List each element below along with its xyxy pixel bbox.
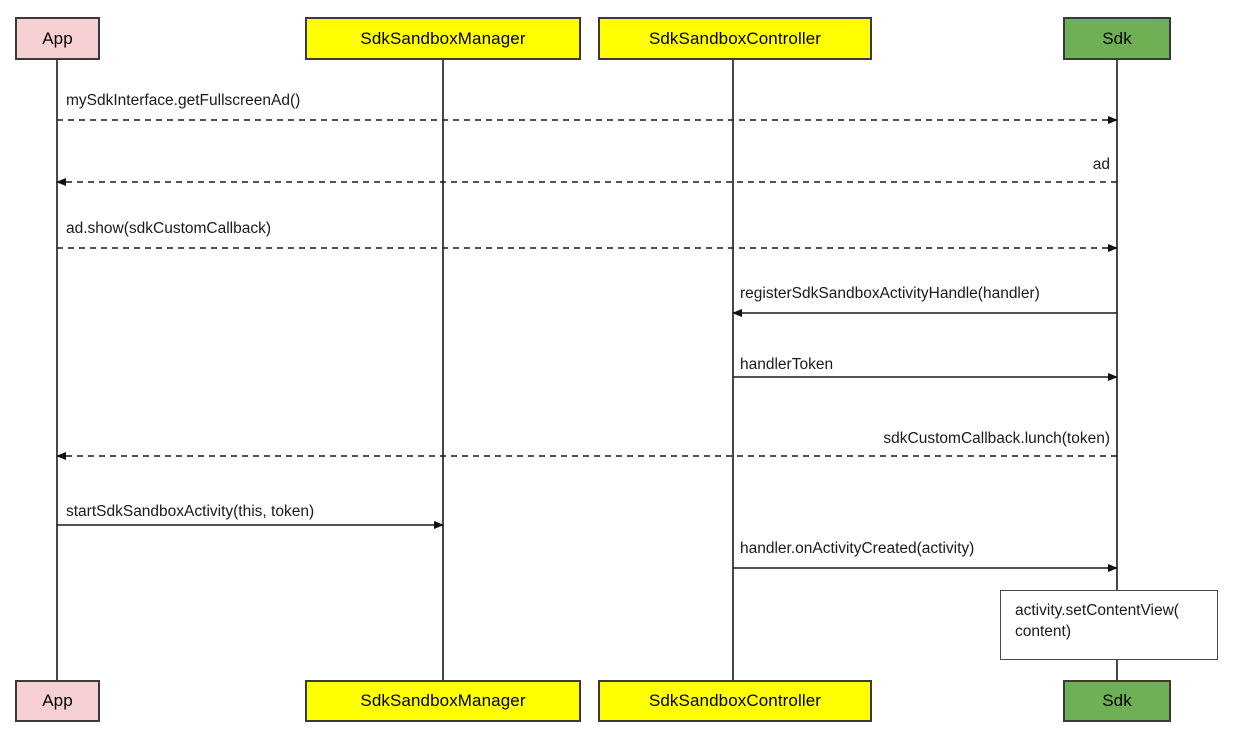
participant-label-manager: SdkSandboxManager [360,28,526,48]
lifelines-group [56,60,1118,680]
message-label-m8: handler.onActivityCreated(activity) [740,540,975,557]
participant-footer-app[interactable]: App [15,680,100,722]
participant-label-sdk: Sdk [1102,28,1132,48]
participant-header-controller[interactable]: SdkSandboxController [598,17,872,60]
message-label-m6: sdkCustomCallback.lunch(token) [883,430,1110,447]
participant-label-app: App [42,28,73,48]
note-box-n1: activity.setContentView( content) [1000,590,1218,660]
message-label-m1: mySdkInterface.getFullscreenAd() [66,92,301,109]
message-arrows-group [56,116,1118,572]
participant-footer-manager[interactable]: SdkSandboxManager [305,680,581,722]
message-label-m7: startSdkSandboxActivity(this, token) [66,503,315,520]
participant-label-controller: SdkSandboxController [648,28,822,48]
message-label-m3: ad.show(sdkCustomCallback) [66,220,272,237]
participant-label-controller: SdkSandboxController [648,691,822,710]
participant-label-manager: SdkSandboxManager [360,691,526,710]
participant-header-app[interactable]: App [15,17,100,60]
message-label-m5: handlerToken [740,356,834,373]
note-line-1: activity.setContentView( [1015,602,1179,619]
message-label-m4: registerSdkSandboxActivityHandle(handler… [740,285,1040,302]
participant-label-sdk: Sdk [1102,691,1132,710]
participant-footer-sdk[interactable]: Sdk [1063,680,1171,722]
participant-label-app: App [42,691,73,710]
participant-header-sdk[interactable]: Sdk [1063,17,1171,60]
participant-footer-controller[interactable]: SdkSandboxController [598,680,872,722]
message-label-m2: ad [1092,156,1110,173]
note-line-2: content) [1015,622,1072,640]
participant-header-manager[interactable]: SdkSandboxManager [305,17,581,60]
